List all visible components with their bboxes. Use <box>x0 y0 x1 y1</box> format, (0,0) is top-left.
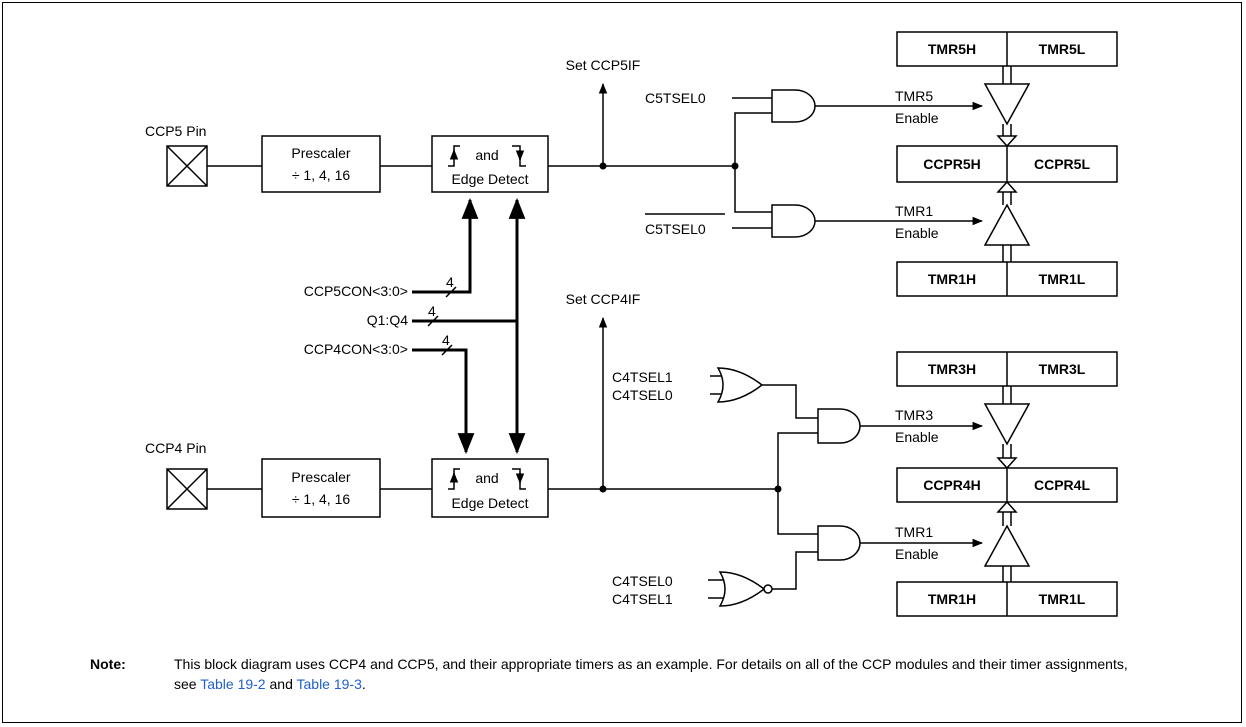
svg-text:TMR1H: TMR1H <box>928 591 976 607</box>
svg-text:TMR5L: TMR5L <box>1039 41 1086 57</box>
q1q4-label: Q1:Q4 <box>367 312 408 328</box>
ccp5-pin-label: CCP5 Pin <box>145 123 206 139</box>
c5tsel0-label: C5TSEL0 <box>645 90 706 106</box>
svg-text:÷ 1, 4, 16: ÷ 1, 4, 16 <box>292 167 350 183</box>
svg-text:Edge Detect: Edge Detect <box>451 171 528 187</box>
and-gate-tmr5 <box>771 89 816 123</box>
table-19-2-link[interactable]: Table 19-2 <box>200 676 266 692</box>
c4tsel1-label-top: C4TSEL1 <box>612 369 673 385</box>
svg-text:TMR3L: TMR3L <box>1039 361 1086 377</box>
svg-text:Edge Detect: Edge Detect <box>451 495 528 511</box>
svg-text:Enable: Enable <box>895 429 939 445</box>
tmr3-register: TMR3H TMR3L <box>896 351 1118 387</box>
svg-text:Enable: Enable <box>895 225 939 241</box>
ccp5-prescaler: Prescaler ÷ 1, 4, 16 <box>261 135 381 193</box>
svg-text:TMR1H: TMR1H <box>928 271 976 287</box>
svg-text:4: 4 <box>442 332 450 348</box>
ccp4con-label: CCP4CON<3:0> <box>304 341 408 357</box>
svg-text:CCPR4H: CCPR4H <box>923 477 981 493</box>
svg-text:TMR1: TMR1 <box>895 524 933 540</box>
and-gate-tmr1-bottom <box>817 525 861 561</box>
ccp4-prescaler: Prescaler ÷ 1, 4, 16 <box>261 458 381 518</box>
c5tsel0-bar-label: C5TSEL0 <box>645 221 706 237</box>
ccp5-edge-detect: and Edge Detect <box>431 135 549 193</box>
svg-text:Enable: Enable <box>895 110 939 126</box>
svg-text:TMR3: TMR3 <box>895 407 933 423</box>
tmr5-register: TMR5H TMR5L <box>896 31 1118 67</box>
svg-text:TMR3H: TMR3H <box>928 361 976 377</box>
table-19-3-link[interactable]: Table 19-3 <box>296 676 362 692</box>
ccpr5-register: CCPR5H CCPR5L <box>896 145 1118 183</box>
ccp5con-label: CCP5CON<3:0> <box>304 283 408 299</box>
note-label: Note: <box>90 656 126 672</box>
ccp4-pin-label: CCP4 Pin <box>145 440 206 456</box>
nor-gate-c4tsel <box>718 571 766 607</box>
svg-text:4: 4 <box>446 274 454 290</box>
svg-text:CCPR5L: CCPR5L <box>1034 156 1090 172</box>
and-gate-tmr1-top <box>771 204 816 238</box>
svg-text:4: 4 <box>428 303 436 319</box>
c4tsel0-label-bottom: C4TSEL0 <box>612 573 673 589</box>
svg-text:CCPR4L: CCPR4L <box>1034 477 1090 493</box>
svg-text:TMR1L: TMR1L <box>1039 591 1086 607</box>
tmr1-register-top: TMR1H TMR1L <box>896 261 1118 297</box>
and-gate-tmr3 <box>817 408 861 444</box>
svg-text:Enable: Enable <box>895 546 939 562</box>
set-ccp4if-label: Set CCP4IF <box>566 291 641 307</box>
ccp4-edge-detect: and Edge Detect <box>431 458 549 518</box>
svg-text:CCPR5H: CCPR5H <box>923 156 981 172</box>
svg-text:Prescaler: Prescaler <box>291 469 350 485</box>
svg-text:and: and <box>475 147 498 163</box>
ccp5-pin-icon <box>166 145 208 187</box>
svg-text:Prescaler: Prescaler <box>291 145 350 161</box>
set-ccp5if-label: Set CCP5IF <box>566 57 641 73</box>
svg-text:TMR1: TMR1 <box>895 203 933 219</box>
svg-text:TMR5: TMR5 <box>895 88 933 104</box>
ccp4-pin-icon <box>166 468 208 510</box>
or-gate-c4tsel <box>716 367 764 403</box>
svg-text:TMR1L: TMR1L <box>1039 271 1086 287</box>
note-body: This block diagram uses CCP4 and CCP5, a… <box>174 656 1128 692</box>
c4tsel0-label-top: C4TSEL0 <box>612 387 673 403</box>
svg-text:÷ 1, 4, 16: ÷ 1, 4, 16 <box>292 491 350 507</box>
c4tsel1-label-bottom: C4TSEL1 <box>612 591 673 607</box>
tmr1-register-bottom: TMR1H TMR1L <box>896 581 1118 617</box>
svg-text:and: and <box>475 470 498 486</box>
ccpr4-register: CCPR4H CCPR4L <box>896 467 1118 503</box>
svg-text:TMR5H: TMR5H <box>928 41 976 57</box>
